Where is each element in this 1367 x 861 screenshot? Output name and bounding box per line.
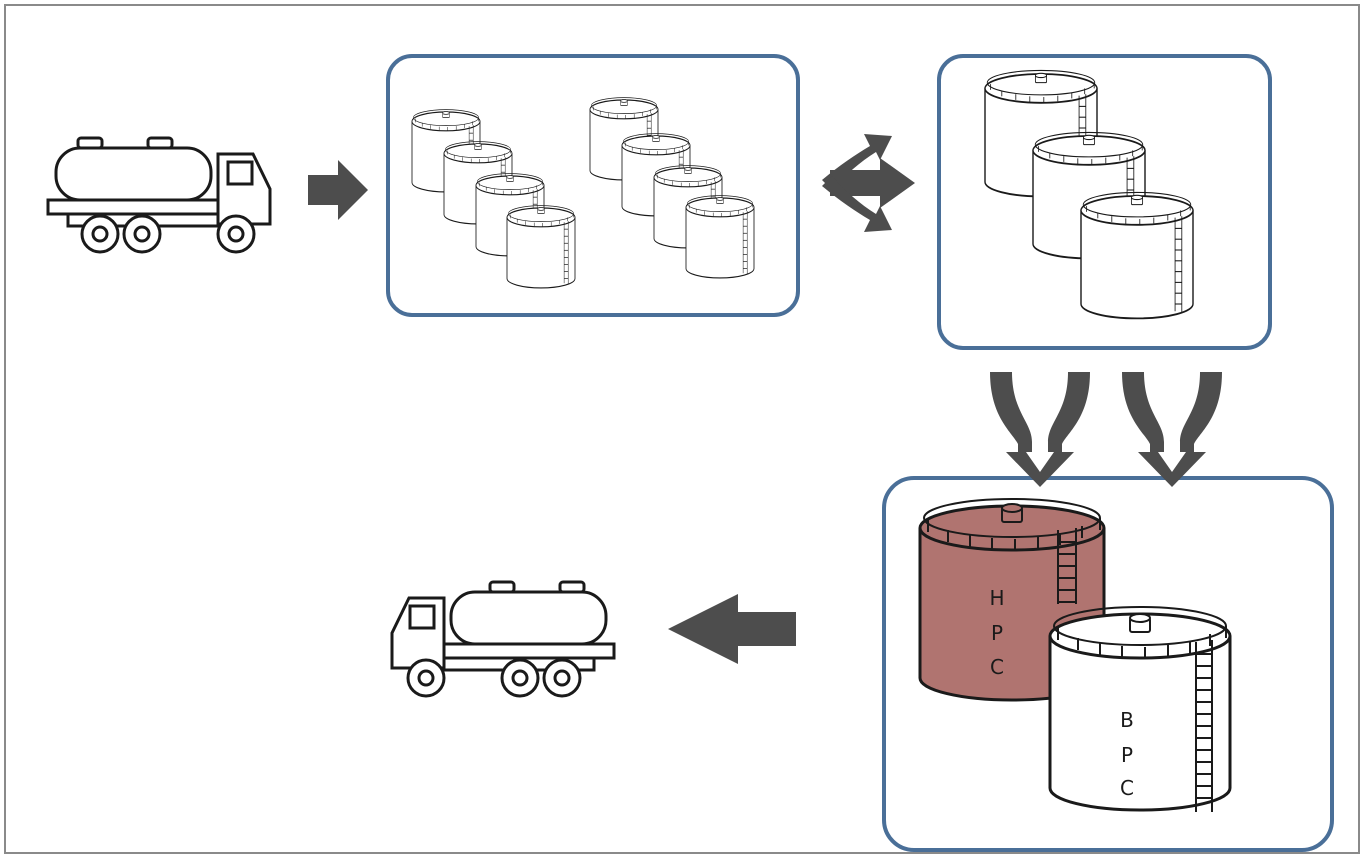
merge-arrow-icon bbox=[990, 372, 1090, 487]
medium-tanks-box bbox=[937, 54, 1272, 350]
arrow-left-icon bbox=[668, 594, 796, 664]
hpc-label-line-2: P bbox=[991, 621, 1003, 645]
storage-tank-icon bbox=[984, 69, 1194, 320]
bpc-label-line-1: B bbox=[1120, 708, 1134, 732]
merge-arrow-icon bbox=[1122, 372, 1222, 487]
storage-tank-icon bbox=[411, 97, 755, 289]
split-arrows-icon bbox=[822, 134, 915, 232]
diagram-frame bbox=[4, 4, 1360, 854]
final-tanks-box bbox=[882, 476, 1334, 852]
arrow-right-icon bbox=[308, 160, 368, 220]
hpc-label-line-1: H bbox=[989, 586, 1004, 610]
tanker-truck-icon bbox=[390, 580, 616, 698]
bpc-label-line-2: P bbox=[1121, 743, 1133, 767]
hpc-label-line-3: C bbox=[990, 655, 1004, 679]
tanker-truck-icon bbox=[46, 136, 272, 254]
bpc-tank-icon bbox=[1048, 606, 1232, 812]
small-tanks-box bbox=[386, 54, 800, 317]
bpc-label-line-3: C bbox=[1120, 776, 1134, 800]
